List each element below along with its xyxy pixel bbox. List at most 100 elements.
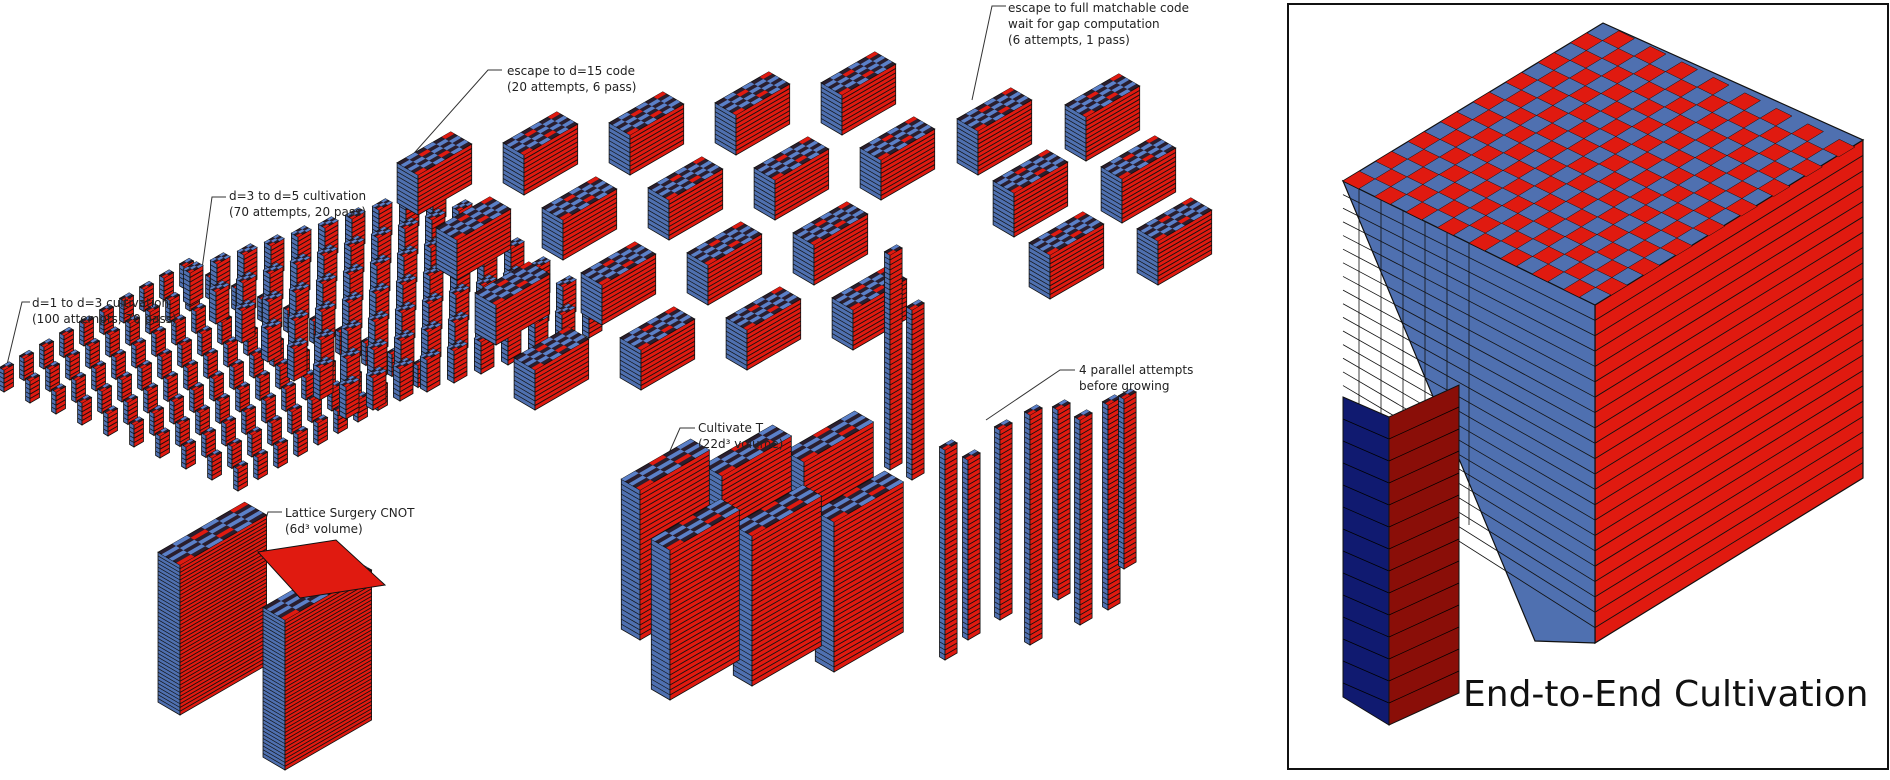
block-side-face [86, 344, 90, 369]
block-side-face [72, 378, 76, 403]
block-side-face [26, 378, 30, 403]
cnot-tower-left [158, 502, 267, 715]
block-side-face [104, 411, 108, 436]
block-side-face [250, 353, 254, 378]
block-side-face [132, 343, 136, 368]
d1-d3-attempt [234, 461, 248, 491]
block-side-face [314, 420, 318, 445]
d1-d3-attempt [156, 428, 170, 458]
block-side-face [124, 400, 128, 425]
escape-full-attempt [993, 150, 1068, 237]
escape-full-attempt [1137, 198, 1212, 285]
block-side-face [0, 367, 4, 392]
d1-d3-attempt [104, 406, 118, 436]
block-side-face [190, 388, 194, 413]
block-side-face [156, 433, 160, 458]
block-side-face [184, 365, 188, 390]
escape-d15-attempt [436, 197, 511, 280]
block-side-face [302, 375, 306, 400]
block-side-face [78, 400, 82, 425]
block-side-face [170, 399, 174, 424]
block-side-face [256, 376, 260, 401]
parallel-attempt-column [885, 245, 903, 470]
block-side-face [218, 320, 222, 345]
d3-d5-attempt [235, 300, 255, 343]
d3-d5-attempt [261, 319, 281, 362]
d3-d5-attempt [420, 349, 440, 392]
block-side-face [196, 410, 200, 435]
escape-d15-attempt [687, 222, 762, 305]
block-side-face [176, 422, 180, 447]
d1-d3-attempt [254, 449, 268, 479]
escape-full-attempt [1101, 136, 1176, 223]
block-side-face [52, 389, 56, 414]
block-side-face [268, 421, 272, 446]
d1-d3-attempt [182, 439, 196, 469]
block-side-face [130, 422, 134, 447]
block-side-face [198, 331, 202, 356]
block-side-face [234, 466, 238, 491]
d1-d3-attempt [294, 426, 308, 456]
block-side-face [216, 399, 220, 424]
d1-d3-attempt [314, 415, 328, 445]
block-side-face [66, 355, 70, 380]
block-side-face [362, 341, 366, 366]
block-side-face [224, 342, 228, 367]
block-side-face [60, 333, 64, 358]
block-side-face [20, 356, 24, 381]
block-side-face [294, 432, 298, 457]
block-side-face [40, 344, 44, 369]
lattice-surgery-cnot [158, 502, 385, 770]
block-side-face [308, 398, 312, 423]
block-side-face [118, 377, 122, 402]
d1-d3-attempt [274, 438, 288, 468]
d1-d3-attempt [0, 362, 14, 392]
escape-d15-attempt [726, 287, 801, 370]
escape-d15-attempt [581, 242, 656, 325]
block-side-face [150, 411, 154, 436]
block-side-face [112, 355, 116, 380]
escape-d15-attempt [514, 327, 589, 410]
parallel-attempt-columns [885, 245, 1137, 660]
block-side-face [274, 443, 278, 468]
block-side-face [46, 367, 50, 392]
d3-d5-attempt [339, 376, 359, 419]
cultivate-t-volume [621, 411, 903, 700]
d1-d3-attempt [52, 384, 66, 414]
block-side-face [98, 389, 102, 414]
escape-d15-attempt [860, 117, 935, 200]
parallel-attempt-column [1025, 405, 1043, 645]
escape-full-matchable-attempts [957, 74, 1212, 299]
d1-d3-attempt [78, 395, 92, 425]
escape-d15-attempt [648, 157, 723, 240]
block-side-face [276, 364, 280, 389]
block-side-face [138, 366, 142, 391]
block-side-face [248, 432, 252, 457]
block-side-face [288, 409, 292, 434]
escape-d15-attempt [620, 307, 695, 390]
block-side-face [334, 409, 338, 434]
d3-d5-attempt [393, 358, 413, 401]
block-side-face [204, 354, 208, 379]
d1-d3-attempt [130, 417, 144, 447]
escape-d15-attempt [754, 137, 829, 220]
escape-d15-attempt [503, 112, 578, 195]
escape-d15-attempt [715, 72, 790, 155]
parallel-attempt-column [995, 420, 1013, 620]
block-side-face [254, 455, 258, 480]
block-side-face [182, 444, 186, 469]
block-side-face [414, 363, 418, 388]
block-side-face [262, 398, 266, 423]
escape-d15-attempt [821, 52, 896, 135]
d3-d5-attempt [447, 340, 467, 383]
block-side-face [336, 330, 340, 355]
d3-d5-attempt [313, 357, 333, 400]
block-side-face [210, 376, 214, 401]
block-side-face [258, 297, 262, 322]
escape-d15-attempt [609, 92, 684, 175]
block-side-face [92, 366, 96, 391]
block-side-face [388, 352, 392, 377]
block-side-face [242, 410, 246, 435]
d1-d3-attempt [208, 450, 222, 480]
parallel-attempt-column [940, 440, 958, 660]
